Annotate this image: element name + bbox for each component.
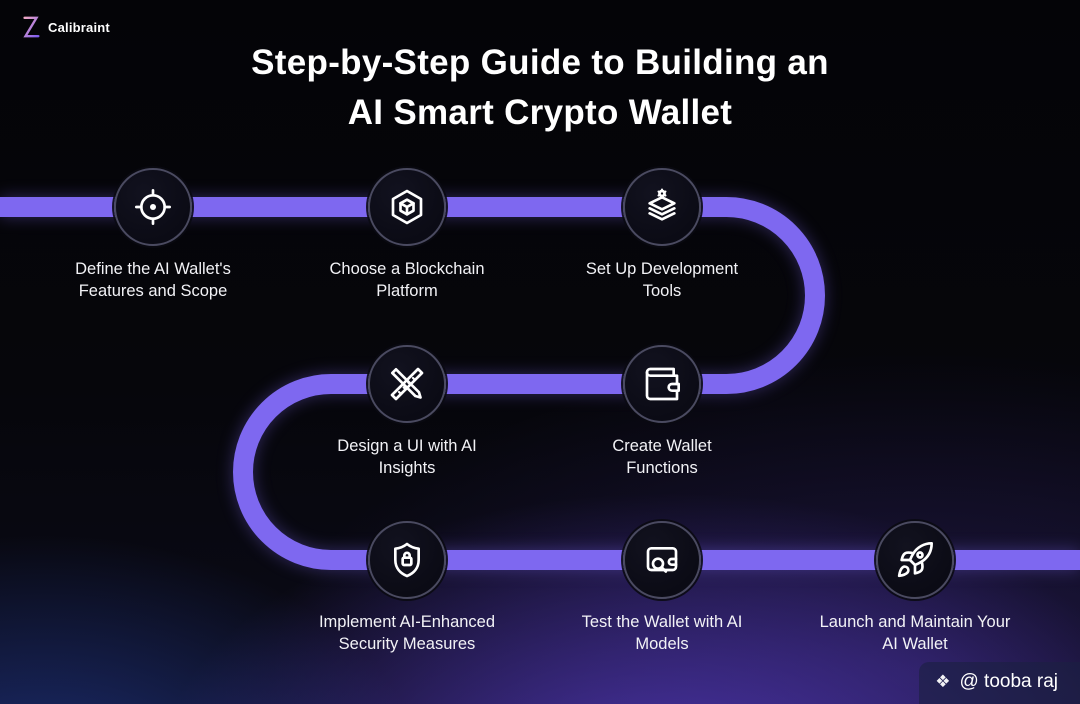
page-title: Step-by-Step Guide to Building an AI Sma…	[0, 38, 1080, 137]
step-node-1: Define the AI Wallet's Features and Scop…	[33, 168, 273, 303]
step-4-label: Design a UI with AI Insights	[337, 437, 477, 478]
step-3-label: Set Up Development Tools	[585, 260, 739, 301]
brand-name: Calibraint	[48, 19, 110, 35]
step-node-8: Launch and Maintain Your AI Wallet	[795, 521, 1035, 656]
watermark: ❖ @ tooba raj	[919, 662, 1080, 704]
step-node-2: Choose a Blockchain Platform	[287, 168, 527, 303]
step-1-circle	[114, 168, 192, 246]
wallet-icon	[642, 364, 682, 404]
step-5-label: Create Wallet Functions	[612, 437, 712, 478]
step-1-label: Define the AI Wallet's Features and Scop…	[75, 260, 231, 301]
step-8-circle	[876, 521, 954, 599]
design-ruler-pencil-icon	[387, 364, 427, 404]
step-2-label: Choose a Blockchain Platform	[329, 260, 485, 301]
blockchain-cube-icon	[387, 187, 427, 227]
title-line-2: AI Smart Crypto Wallet	[347, 92, 733, 132]
rocket-icon	[895, 540, 935, 580]
step-7-circle	[623, 521, 701, 599]
step-node-4: Design a UI with AI Insights	[287, 345, 527, 480]
shield-lock-icon	[387, 540, 427, 580]
step-node-6: Implement AI-Enhanced Security Measures	[287, 521, 527, 656]
step-2-circle	[368, 168, 446, 246]
brand-logo: Calibraint	[20, 14, 110, 40]
step-3-circle	[623, 168, 701, 246]
calibraint-z-icon	[20, 14, 42, 40]
step-7-label: Test the Wallet with AI Models	[581, 613, 743, 654]
wallet-magnifier-icon	[642, 540, 682, 580]
target-icon	[133, 187, 173, 227]
dev-tools-layers-gear-icon	[642, 187, 682, 227]
step-node-3: Set Up Development Tools	[542, 168, 782, 303]
step-5-circle	[623, 345, 701, 423]
step-node-7: Test the Wallet with AI Models	[542, 521, 782, 656]
diamond-cluster-icon: ❖	[935, 672, 951, 691]
step-6-circle	[368, 521, 446, 599]
watermark-handle: @ tooba raj	[959, 671, 1058, 692]
step-5-node: Create Wallet Functions	[542, 345, 782, 480]
title-line-1: Step-by-Step Guide to Building an	[251, 43, 829, 82]
step-4-circle	[368, 345, 446, 423]
step-6-label: Implement AI-Enhanced Security Measures	[318, 613, 496, 654]
step-8-label: Launch and Maintain Your AI Wallet	[819, 613, 1011, 654]
